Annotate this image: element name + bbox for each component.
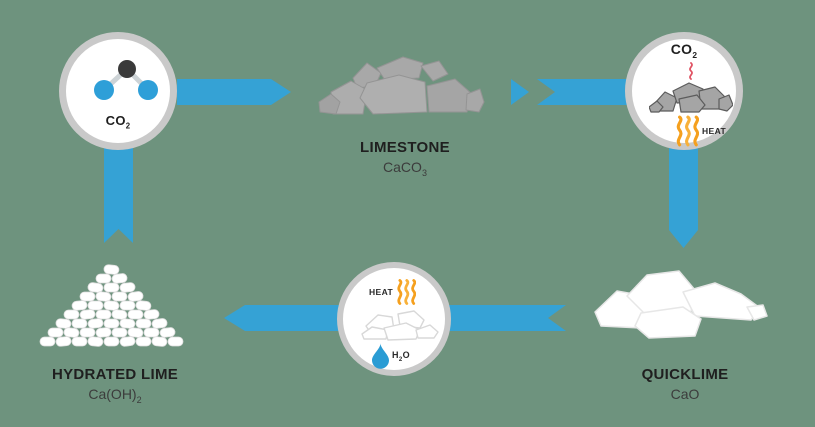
carbon-atom: [118, 60, 136, 78]
co2-vapor-squiggle-icon: [689, 62, 693, 80]
quicklime-name: QUICKLIME: [641, 366, 729, 383]
kiln-heat-label: HEAT: [702, 126, 727, 136]
arrow-co2-to-limestone: [177, 79, 291, 105]
oxygen-atom: [138, 80, 158, 100]
hydrated-lime-name: HYDRATED LIME: [51, 366, 179, 383]
kiln-bubble: CO2 HEAT: [625, 32, 743, 150]
hydrated-lime-label: HYDRATED LIME Ca(OH)2: [15, 366, 215, 405]
heat-waves-icon: [397, 279, 417, 305]
slaking-lumps: [361, 310, 439, 341]
co2-molecule-icon: [94, 60, 158, 100]
arrow-co2-to-hydrated-lime: [104, 145, 133, 243]
water-droplet-icon: [372, 343, 389, 369]
quicklime-formula: CaO: [670, 386, 700, 402]
arrow-slaking-to-hydrated-lime: [224, 305, 352, 331]
heat-waves-icon: [676, 115, 699, 147]
arrow-limestone-to-kiln: [537, 79, 630, 105]
hydrated-lime-pile: [39, 263, 184, 348]
quicklime-lumps: [594, 270, 768, 339]
arrow-kiln-to-quicklime: [669, 145, 698, 248]
limestone-formula: CaCO3: [383, 159, 427, 178]
water-label: H2O: [392, 349, 411, 363]
co2-bubble: CO2: [59, 32, 177, 150]
quicklime-label: QUICKLIME CaO: [585, 366, 785, 402]
oxygen-atom: [94, 80, 114, 100]
arrow-limestone-to-kiln-chevron: [511, 79, 529, 105]
arrow-quicklime-to-slaking: [438, 305, 566, 331]
slaking-heat-label: HEAT: [369, 287, 394, 297]
kiln-co2-label: CO2: [670, 41, 698, 60]
co2-label: CO2: [105, 113, 131, 131]
hydrated-lime-formula: Ca(OH)2: [88, 386, 142, 405]
slaking-bubble: HEAT H2O: [337, 262, 451, 376]
limestone-label: LIMESTONE CaCO3: [305, 139, 505, 178]
heated-rocks: [649, 82, 733, 113]
limestone-rocks: [318, 56, 485, 115]
limestone-name: LIMESTONE: [360, 139, 450, 156]
